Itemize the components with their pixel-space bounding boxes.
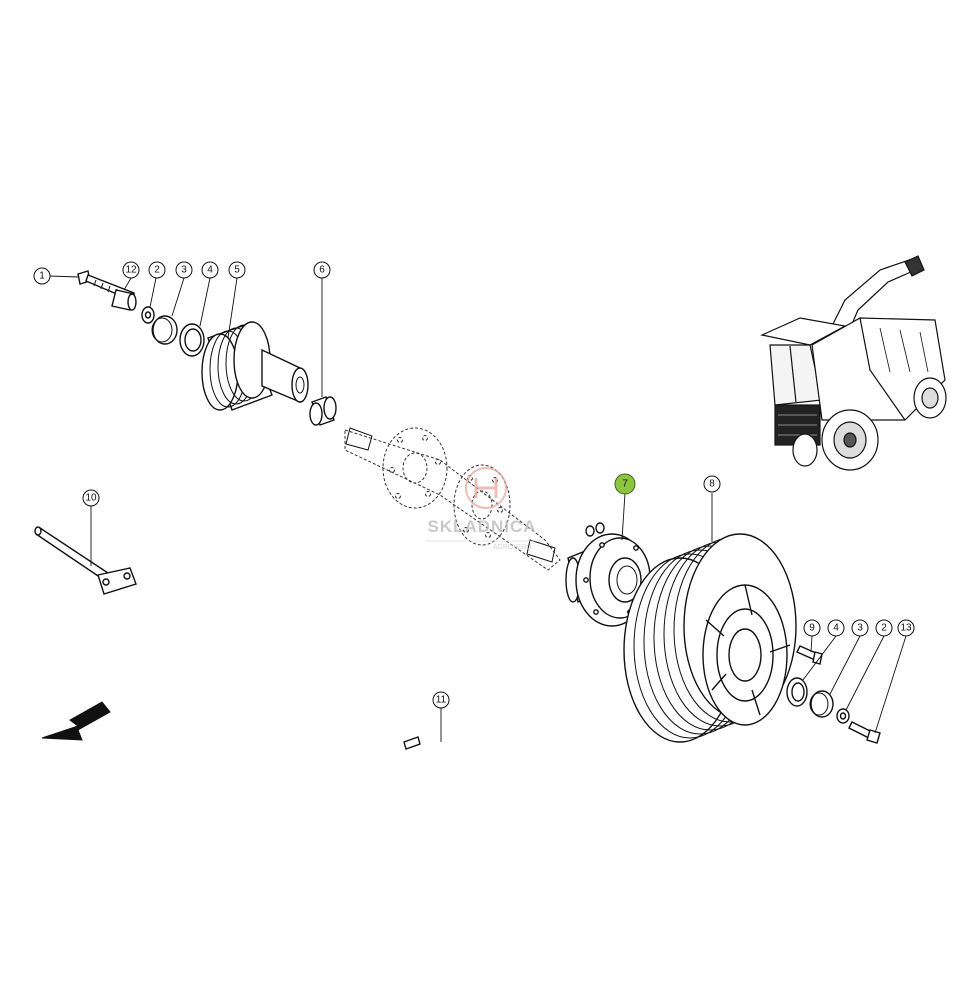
callout-9-label: 9 [809, 623, 815, 634]
leader-lines [49, 275, 907, 742]
part-13-bolt [848, 721, 881, 744]
callout-6-label: 6 [319, 265, 325, 276]
callout-4: 4 [201, 261, 219, 279]
callout-8: 8 [703, 475, 721, 493]
callout-2-lower: 2 [875, 619, 893, 637]
part-4-ring [179, 323, 205, 357]
callout-4-lower: 4 [827, 619, 845, 637]
callout-13-label: 13 [900, 623, 912, 634]
callout-1-label: 1 [39, 271, 45, 282]
part-2-washer [141, 306, 155, 324]
callout-2-label: 2 [154, 265, 160, 276]
part-9-bolt [796, 645, 823, 665]
ghost-shaft-assembly [344, 427, 561, 571]
part-3-disc [151, 315, 178, 345]
part-10-pin [34, 526, 137, 595]
callout-10: 10 [82, 489, 100, 507]
callout-2: 2 [148, 261, 166, 279]
direction-arrow-icon [41, 701, 111, 741]
watermark-name: SKLADNICA [427, 517, 536, 536]
part-4-ring-lower [786, 677, 808, 707]
callout-8-label: 8 [709, 479, 715, 490]
part-11-fragment [403, 736, 421, 750]
callout-3-label: 3 [181, 265, 187, 276]
callout-2-lower-label: 2 [881, 623, 887, 634]
callout-5-label: 5 [234, 265, 240, 276]
forage-harvester-illustration [760, 255, 947, 471]
part-8-large-pulley [623, 533, 797, 743]
callout-4-lower-label: 4 [833, 623, 839, 634]
watermark-logo: SKLADNICA AGROWSKI [425, 467, 545, 551]
callout-7-label: 7 [622, 479, 628, 490]
part-5-pulley [201, 321, 309, 411]
callout-3: 3 [175, 261, 193, 279]
callout-5: 5 [228, 261, 246, 279]
part-6-bushing [309, 396, 337, 426]
callout-7: 7 [614, 473, 636, 495]
callout-1: 1 [33, 267, 51, 285]
callout-12-label: 12 [125, 265, 137, 276]
callout-11-label: 11 [436, 695, 447, 706]
part-2-washer-lower [836, 708, 850, 724]
callout-6: 6 [313, 261, 331, 279]
watermark-sub: AGROWSKI [493, 544, 532, 551]
callout-10-label: 10 [85, 493, 97, 504]
part-3-disc-lower [809, 690, 834, 718]
callout-9: 9 [803, 619, 821, 637]
callout-3-lower: 3 [851, 619, 869, 637]
callout-12: 12 [122, 261, 140, 279]
part-12-sleeve [111, 289, 137, 311]
callout-3-lower-label: 3 [857, 623, 863, 634]
callout-4-label: 4 [207, 265, 213, 276]
callout-13: 13 [897, 619, 915, 637]
callout-11: 11 [432, 691, 450, 709]
